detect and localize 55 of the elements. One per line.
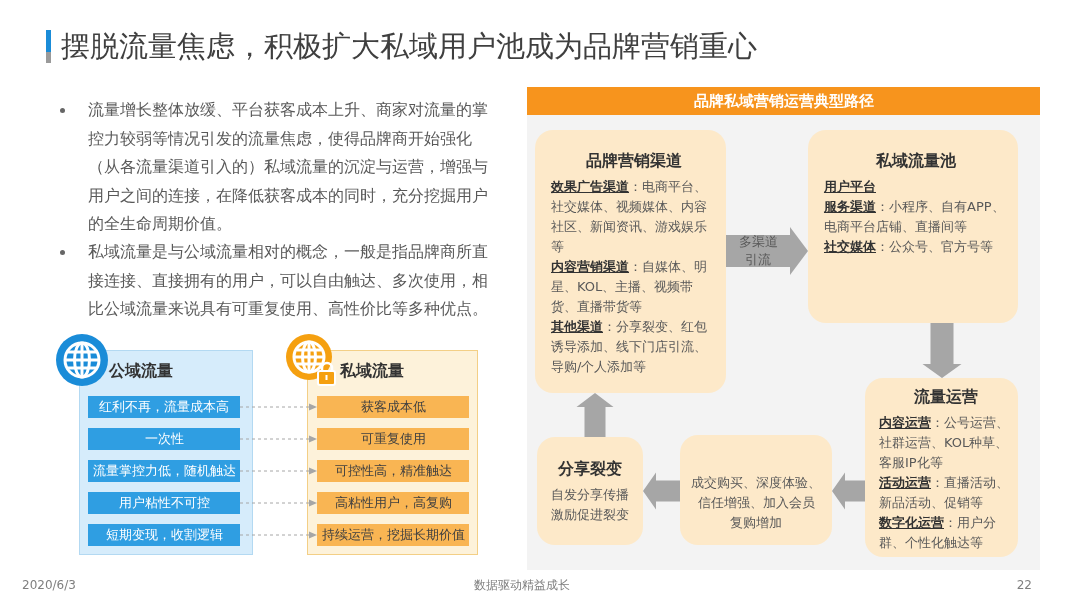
trait-bar: 持续运营，挖掘长期价值 bbox=[317, 524, 469, 546]
dashed-arrow bbox=[239, 531, 318, 539]
comparison-panel bbox=[307, 350, 478, 555]
panel-header: 品牌私域营销运营典型路径 bbox=[527, 87, 1040, 115]
flow-card bbox=[535, 130, 726, 393]
dashed-arrow bbox=[239, 467, 318, 475]
card-text: 社交媒体：公众号、官方号等 bbox=[824, 238, 994, 256]
bullet-text: 私域流量是与公域流量相对的概念，一般是指品牌商所直接连接、直接拥有的用户，可以自由触达、多次使用，相比公域流量来说具有可重复使用、高性价比等多种优点。 bbox=[88, 241, 489, 320]
trait-bar: 可重复使用 bbox=[317, 428, 469, 450]
footer-slogan: 数据驱动精益成长 bbox=[473, 577, 571, 593]
panel-title: 公域流量 bbox=[109, 361, 173, 381]
flow-card bbox=[537, 437, 643, 545]
flow-card bbox=[865, 378, 1018, 557]
flow-card bbox=[680, 435, 832, 545]
card-text: 自发分享传播 bbox=[550, 485, 630, 504]
trait-bar: 短期变现，收割逻辑 bbox=[88, 524, 240, 546]
dashed-arrow bbox=[239, 435, 318, 443]
block-arrow bbox=[643, 472, 680, 510]
trait-bar: 流量掌控力低，随机触达 bbox=[88, 460, 240, 482]
dashed-arrow bbox=[239, 403, 318, 411]
flow-panel bbox=[527, 87, 1040, 570]
card-text: 活动运营：直播活动、新品活动、促销等 bbox=[879, 474, 1010, 512]
bullet-text: 流量增长整体放缓、平台获客成本上升、商家对流量的掌控力较弱等情况引发的流量焦虑，使得品牌商开始强化（从各流量渠道引入的）私域流量的沉淀与运营，增强与用户之间的连接，在降低获客成本的同时，充分挖掘用户的全生命周期价值。 bbox=[88, 99, 489, 235]
trait-bar: 红利不再，流量成本高 bbox=[88, 396, 240, 418]
trait-bar: 用户粘性不可控 bbox=[88, 492, 240, 514]
slide-title: 摆脱流量焦虑，积极扩大私域用户池成为品牌营销重心 bbox=[61, 29, 757, 65]
panel-title: 私域流量 bbox=[340, 361, 404, 381]
card-text: 内容运营：公号运营、社群运营、KOL种草、客服IP化等 bbox=[879, 414, 1010, 472]
block-arrow bbox=[726, 227, 808, 275]
card-text: 效果广告渠道：电商平台、社交媒体、视频媒体、内容社区、新闻资讯、游戏娱乐等 bbox=[551, 178, 708, 256]
dashed-arrow bbox=[239, 499, 318, 507]
footer-date: 2020/6/3 bbox=[22, 577, 77, 593]
card-text: 复购增加 bbox=[729, 514, 783, 532]
page-number: 22 bbox=[1015, 577, 1032, 593]
block-arrow bbox=[832, 472, 865, 510]
card-title: 私域流量池 bbox=[875, 150, 957, 172]
card-title: 品牌营销渠道 bbox=[584, 150, 683, 172]
trait-bar: 获客成本低 bbox=[317, 396, 469, 418]
trait-bar: 高粘性用户，高复购 bbox=[317, 492, 469, 514]
flow-card bbox=[808, 130, 1018, 323]
comparison-panel bbox=[79, 350, 253, 555]
arrow-label: 多渠道引流 bbox=[737, 233, 779, 269]
card-text: 其他渠道：分享裂变、红包诱导添加、线下门店引流、导购/个人添加等 bbox=[551, 318, 708, 376]
card-text: 内容营销渠道：自媒体、明星、KOL、主播、视频带货、直播带货等 bbox=[551, 258, 708, 316]
trait-bar: 可控性高，精准触达 bbox=[317, 460, 469, 482]
block-arrow bbox=[922, 323, 962, 378]
card-text: 服务渠道：小程序、自有APP、电商平台店铺、直播间等 bbox=[824, 198, 1006, 236]
card-text: 数字化运营：用户分群、个性化触达等 bbox=[879, 514, 997, 552]
card-title: 分享裂变 bbox=[557, 457, 623, 480]
trait-bar: 一次性 bbox=[88, 428, 240, 450]
card-text: 激励促进裂变 bbox=[550, 505, 630, 524]
card-text: 用户平台 bbox=[824, 178, 877, 196]
card-title: 流量运营 bbox=[913, 386, 979, 408]
card-text: 成交购买、深度体验、信任增强、加入会员 bbox=[690, 474, 822, 512]
block-arrow bbox=[576, 393, 614, 437]
